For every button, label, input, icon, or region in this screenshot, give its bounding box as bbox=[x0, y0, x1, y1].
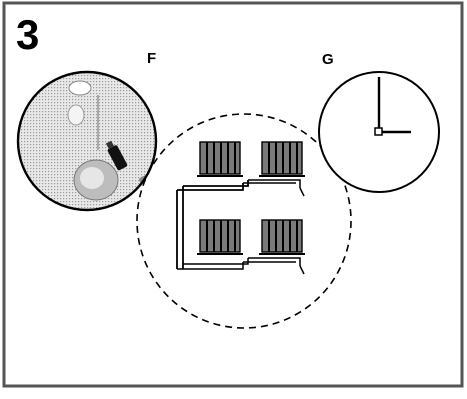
boiler-detail-icon bbox=[16, 70, 158, 212]
callout-label-g: G bbox=[322, 51, 334, 68]
panel-frame bbox=[2, 1, 464, 388]
step-number: 3 bbox=[16, 11, 40, 58]
radiator-system-icon bbox=[136, 113, 352, 329]
clock-icon bbox=[318, 71, 440, 193]
callout-label-f: F bbox=[147, 50, 157, 67]
